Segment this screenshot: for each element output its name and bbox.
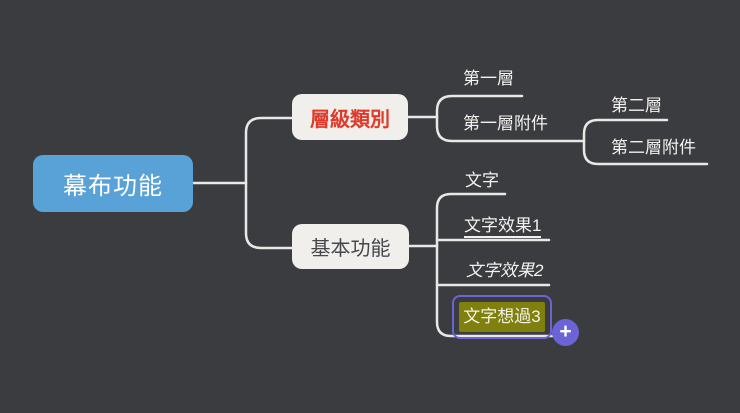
- node-text-effect-1[interactable]: 文字效果1: [464, 211, 542, 238]
- plus-icon: +: [559, 320, 572, 343]
- node-text-highlight-3-selected[interactable]: 文字想過3: [452, 295, 552, 339]
- node-level1-label: 第一層: [463, 69, 514, 88]
- node-text-highlight-3-label: 文字想過3: [459, 302, 545, 332]
- node-hierarchy-category-label: 層級類別: [310, 108, 390, 131]
- node-hierarchy-category[interactable]: 層級類別: [292, 94, 408, 140]
- node-text-effect-1-label: 文字效果1: [464, 216, 542, 238]
- node-root[interactable]: 幕布功能: [33, 155, 193, 212]
- node-level1-attachment[interactable]: 第一層附件: [463, 109, 548, 134]
- node-level2-attachment[interactable]: 第二層附件: [611, 133, 696, 158]
- node-text-effect-2-label: 文字效果2: [466, 261, 544, 280]
- node-level2-attachment-label: 第二層附件: [611, 138, 696, 157]
- node-text-label: 文字: [465, 171, 499, 190]
- node-level1-attachment-label: 第一層附件: [463, 114, 548, 133]
- node-basic-functions[interactable]: 基本功能: [292, 224, 409, 269]
- node-basic-functions-label: 基本功能: [310, 238, 391, 260]
- add-child-button[interactable]: +: [552, 319, 579, 346]
- node-level2-label: 第二層: [611, 96, 662, 115]
- node-level2[interactable]: 第二層: [611, 91, 662, 116]
- node-level1[interactable]: 第一層: [463, 64, 514, 89]
- node-text[interactable]: 文字: [465, 166, 499, 191]
- node-root-label: 幕布功能: [63, 173, 163, 200]
- node-text-effect-2[interactable]: 文字效果2: [466, 256, 543, 281]
